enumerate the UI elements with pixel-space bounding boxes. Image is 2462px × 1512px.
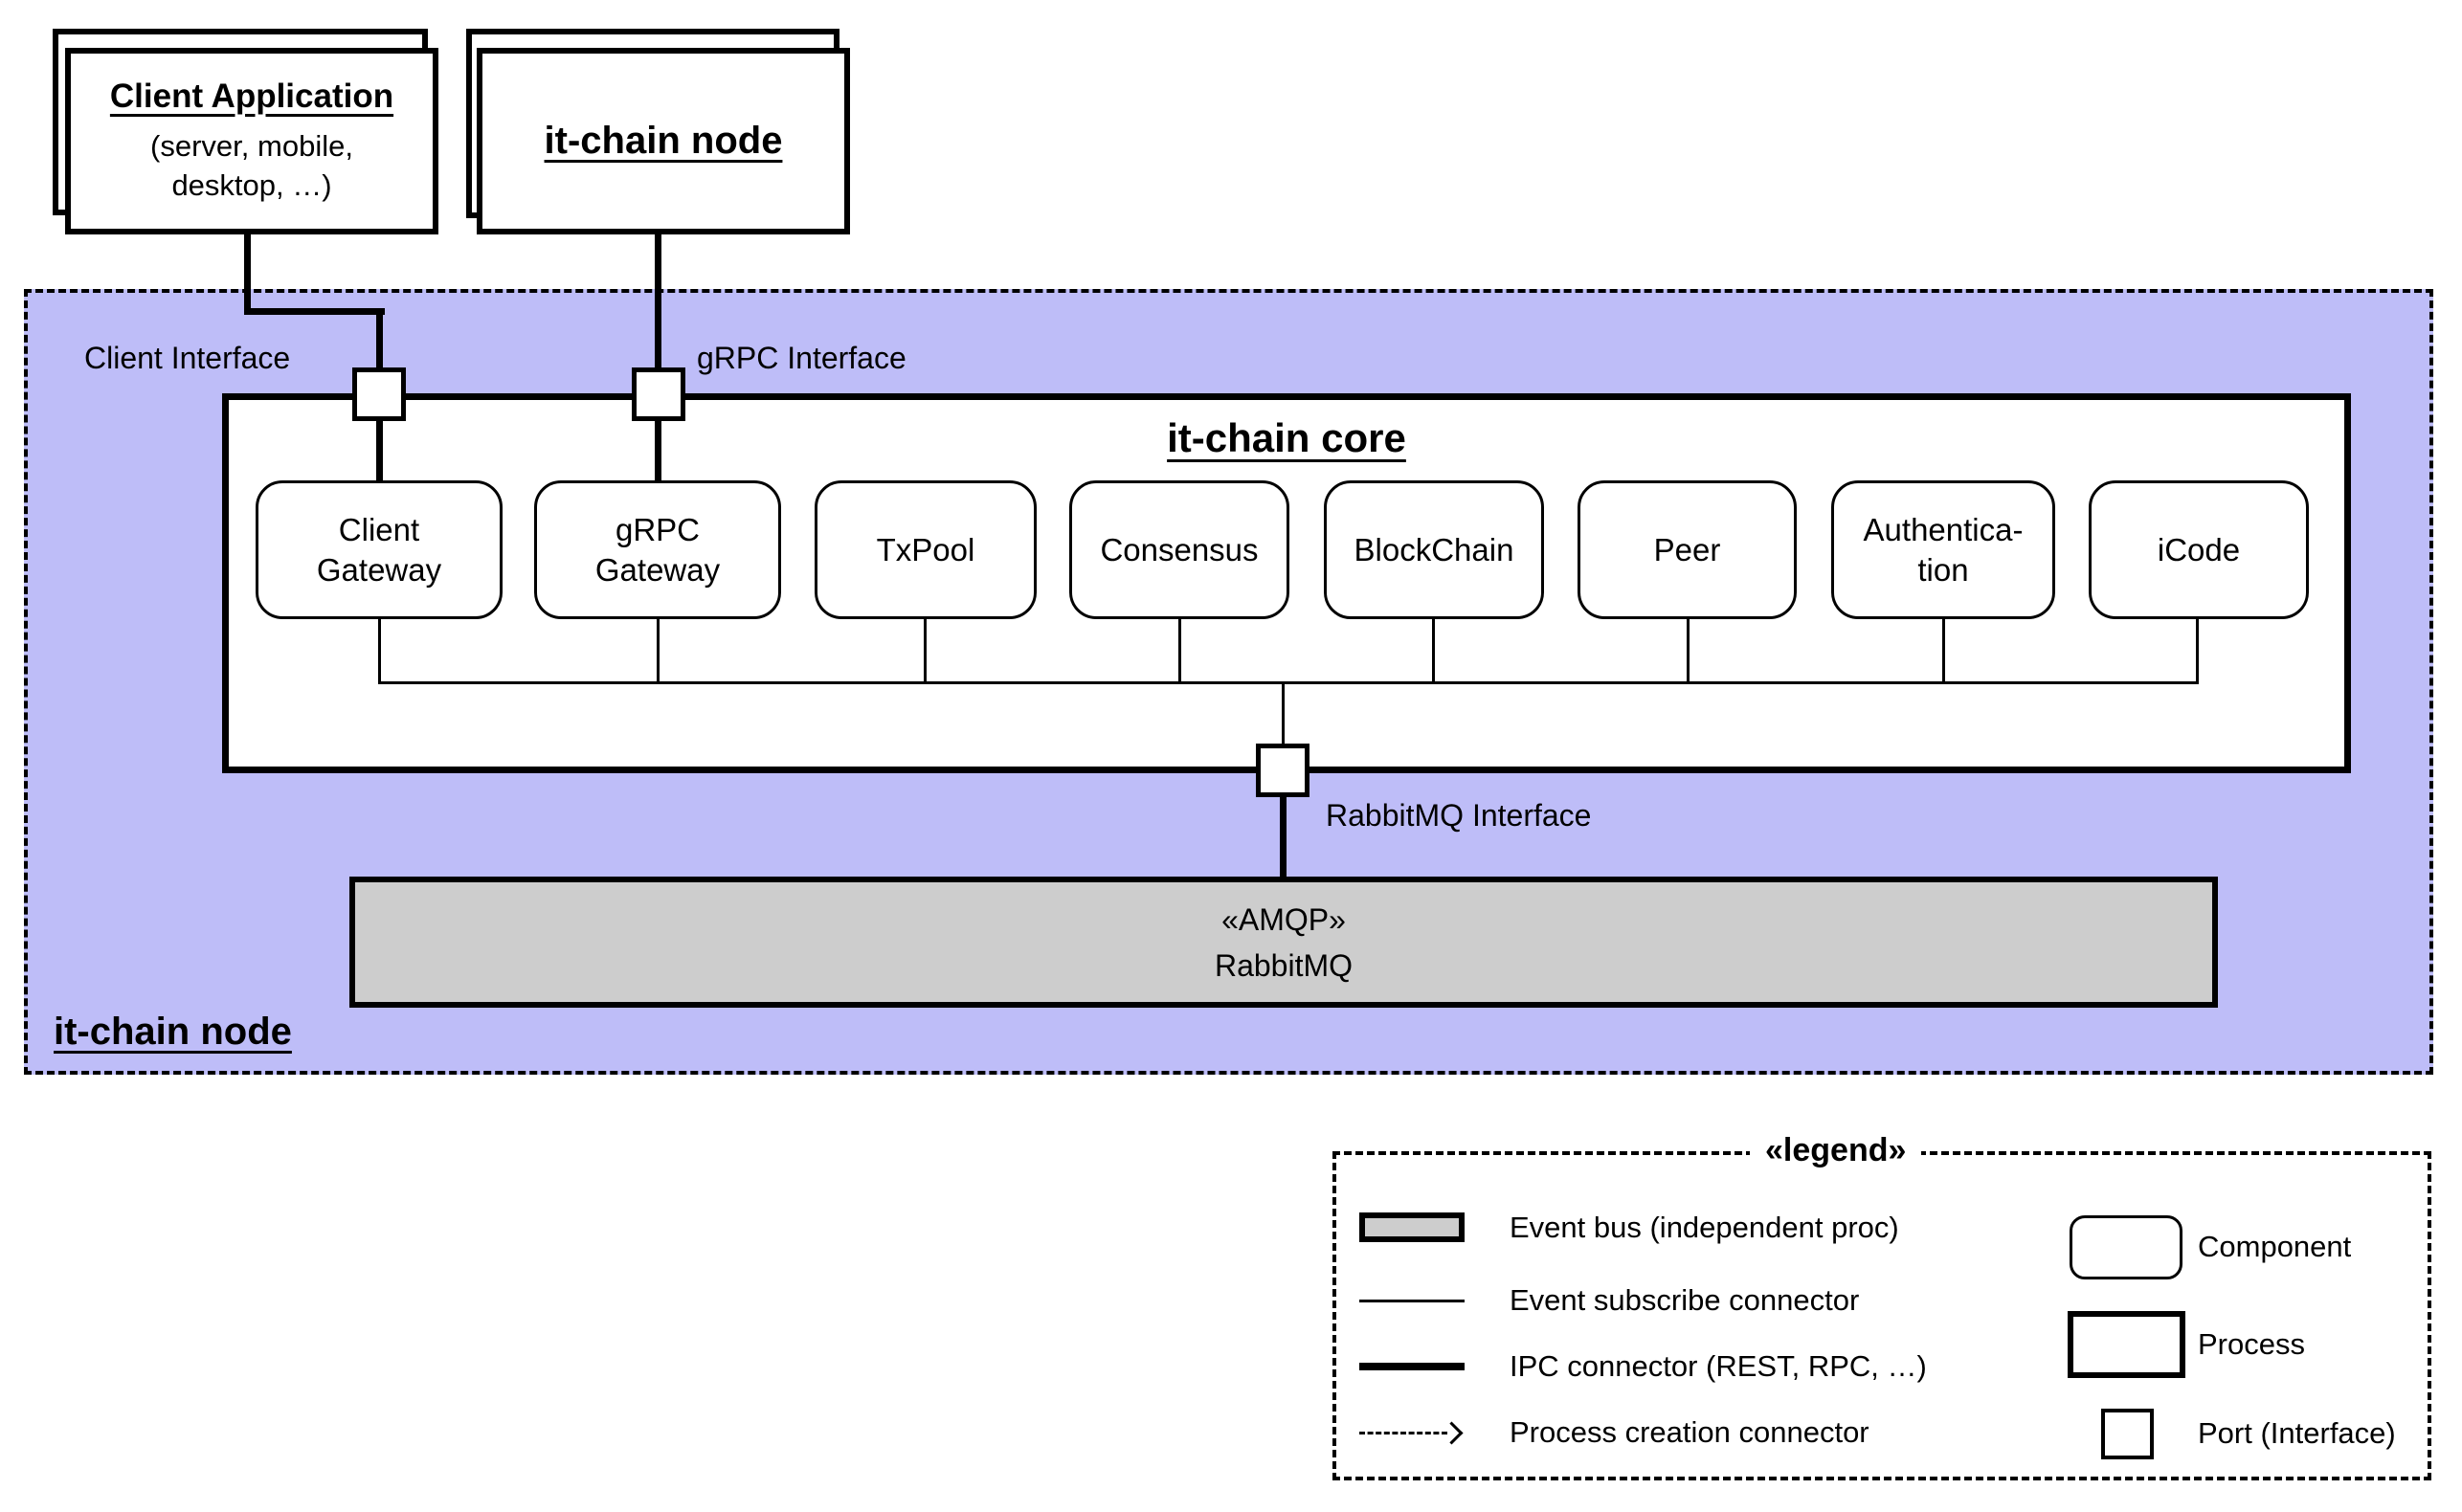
- client-application-subtitle: (server, mobile, desktop, …): [150, 128, 353, 202]
- component-consensus: Consensus: [1069, 480, 1289, 619]
- legend-item-event-subscribe: Event subscribe connector: [1510, 1283, 1860, 1317]
- event-bus-name: RabbitMQ: [1214, 947, 1354, 983]
- it-chain-node-box: it-chain node: [477, 48, 850, 234]
- ipc-connector-rabbitmq: [1280, 795, 1287, 878]
- component-grpc-gateway: gRPC Gateway: [534, 480, 781, 619]
- ipc-connector-node: [655, 234, 661, 372]
- legend-item-component: Component: [2198, 1230, 2352, 1263]
- component-client-gateway-label: Client Gateway: [316, 512, 442, 588]
- legend-item-process-creation: Process creation connector: [1510, 1415, 1869, 1449]
- event-subscribe-connector-grpc-gateway: [657, 617, 660, 684]
- legend-item-process: Process: [2198, 1327, 2305, 1361]
- event-bus-stereotype: «AMQP»: [1221, 901, 1346, 937]
- client-interface-label: Client Interface: [84, 341, 291, 375]
- event-subscribe-connector-port: [1282, 681, 1285, 745]
- component-client-gateway: Client Gateway: [256, 480, 503, 619]
- component-icode: iCode: [2089, 480, 2309, 619]
- client-interface-port: [352, 367, 406, 421]
- legend-port-swatch: [2101, 1409, 2154, 1459]
- ipc-connector-client-jog: [244, 308, 385, 315]
- legend-ipc-connector-swatch: [1359, 1363, 1465, 1370]
- ipc-connector-client-drop: [376, 311, 383, 372]
- legend-event-subscribe-swatch: [1359, 1300, 1465, 1302]
- rabbitmq-event-bus: «AMQP» RabbitMQ: [349, 877, 2218, 1008]
- component-peer-label: Peer: [1653, 531, 1721, 567]
- ipc-connector-client-gateway: [376, 419, 383, 484]
- legend-process-swatch: [2068, 1311, 2185, 1378]
- event-subscribe-connector-consensus: [1178, 617, 1181, 684]
- grpc-interface-label: gRPC Interface: [697, 341, 906, 375]
- it-chain-node-box-title: it-chain node: [544, 120, 783, 162]
- legend-event-bus-swatch: [1359, 1212, 1465, 1242]
- it-chain-core-title: it-chain core: [1167, 415, 1406, 460]
- client-application-title: Client Application: [109, 77, 394, 115]
- legend-component-swatch: [2070, 1215, 2182, 1279]
- component-peer: Peer: [1578, 480, 1797, 619]
- component-txpool: TxPool: [815, 480, 1037, 619]
- rabbitmq-interface-label: RabbitMQ Interface: [1326, 798, 1592, 833]
- legend-item-event-bus: Event bus (independent proc): [1510, 1211, 1899, 1244]
- component-consensus-label: Consensus: [1100, 531, 1259, 567]
- legend-process-creation-swatch: [1359, 1432, 1447, 1434]
- component-icode-label: iCode: [2157, 531, 2241, 567]
- legend-box: [1332, 1151, 2431, 1480]
- legend-title: «legend»: [1750, 1132, 1922, 1169]
- rabbitmq-interface-port: [1256, 744, 1309, 797]
- event-subscribe-connector-client-gateway: [378, 617, 381, 684]
- legend-item-ipc-connector: IPC connector (REST, RPC, …): [1510, 1349, 1927, 1383]
- event-subscribe-connector-icode: [2196, 617, 2199, 684]
- ipc-connector-client: [244, 234, 251, 315]
- component-txpool-label: TxPool: [876, 531, 975, 567]
- it-chain-node-region-label: it-chain node: [54, 1011, 292, 1053]
- event-subscribe-bus-line: [378, 681, 2199, 684]
- grpc-interface-port: [632, 367, 685, 421]
- event-subscribe-connector-peer: [1687, 617, 1690, 684]
- event-subscribe-connector-txpool: [924, 617, 927, 684]
- component-blockchain: BlockChain: [1324, 480, 1544, 619]
- component-authentication: Authentica- tion: [1831, 480, 2055, 619]
- component-authentication-label: Authentica- tion: [1863, 512, 2024, 588]
- event-subscribe-connector-blockchain: [1432, 617, 1435, 684]
- event-subscribe-connector-authentication: [1942, 617, 1945, 684]
- legend-item-port: Port (Interface): [2198, 1416, 2396, 1450]
- component-blockchain-label: BlockChain: [1354, 531, 1514, 567]
- client-application-box: Client Application (server, mobile, desk…: [65, 48, 438, 234]
- component-grpc-gateway-label: gRPC Gateway: [594, 512, 721, 588]
- ipc-connector-grpc-gateway: [655, 419, 661, 484]
